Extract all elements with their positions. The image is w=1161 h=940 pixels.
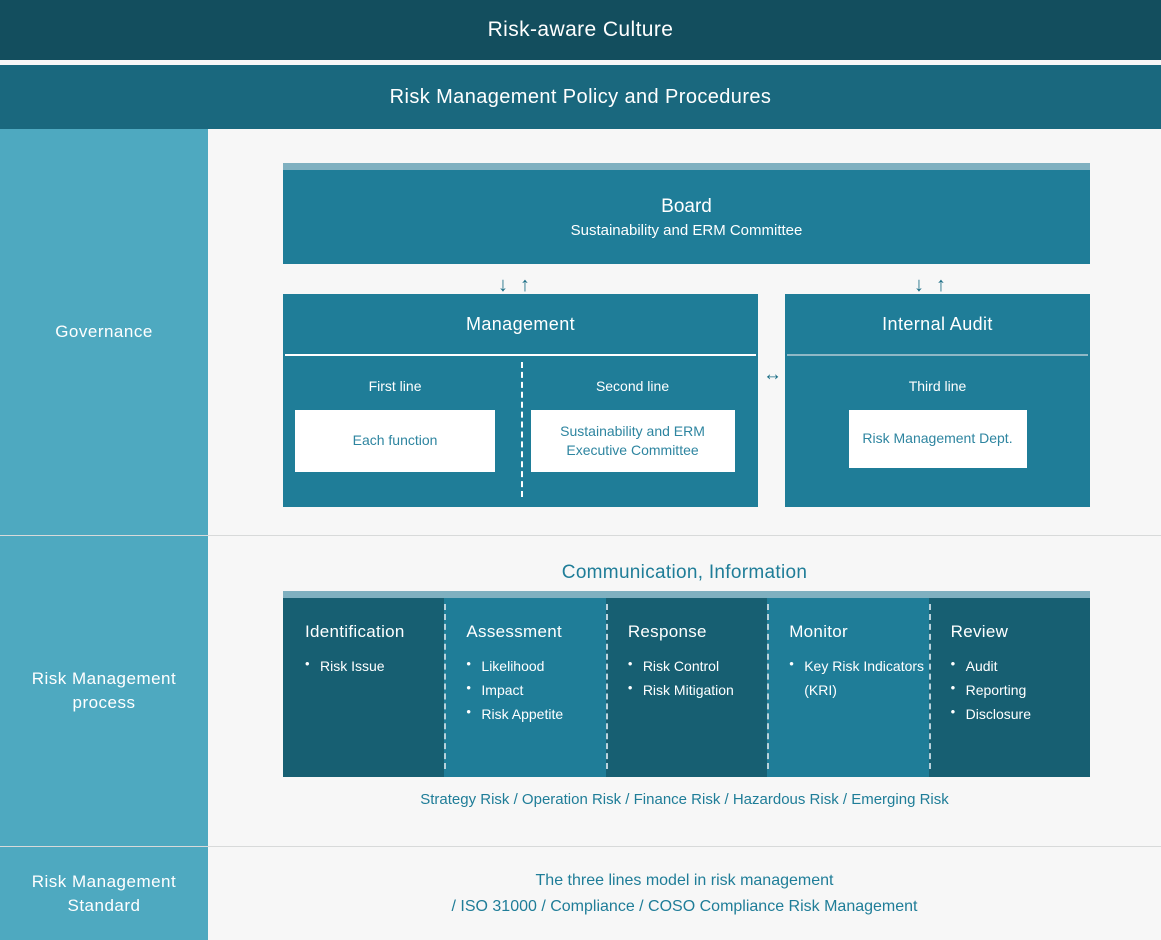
section-divider [0, 535, 1161, 536]
process-title: Assessment [466, 622, 562, 641]
list-item: Key Risk Indicators (KRI) [789, 653, 928, 702]
governance-content: Board Sustainability and ERM Committee ↓… [208, 129, 1161, 535]
board-subtitle: Sustainability and ERM Committee [570, 221, 803, 239]
banner-gap [0, 60, 1161, 65]
standard-text-block: The three lines model in risk management… [208, 847, 1161, 940]
process-item-list: Risk Control Risk Mitigation [628, 653, 767, 702]
banner-risk-aware-culture: Risk-aware Culture [0, 0, 1161, 60]
process-column-review: Review Audit Reporting Disclosure [928, 591, 1091, 777]
list-item: Impact [466, 677, 605, 702]
board-audit-arrows: ↓ ↑ [914, 275, 946, 295]
list-item: Risk Appetite [466, 701, 605, 726]
sidebar-risk-management-standard: Risk Management Standard [0, 847, 208, 940]
management-lines-dashed-divider [520, 362, 523, 497]
banner-risk-management-policy: Risk Management Policy and Procedures [0, 65, 1161, 129]
internal-audit-title: Internal Audit [882, 313, 993, 334]
first-line-label: First line [368, 378, 422, 394]
management-lines: First line Each function Second line Sus… [283, 356, 758, 507]
sidebar-governance-label: Governance [55, 321, 153, 341]
process-column-monitor: Monitor Key Risk Indicators (KRI) [767, 591, 929, 777]
standard-line-1: The three lines model in risk management [535, 872, 834, 890]
internal-audit-divider [787, 354, 1088, 356]
internal-audit-box: Internal Audit Third line Risk Managemen… [785, 294, 1090, 507]
governance-section: Governance Board Sustainability and ERM … [0, 129, 1161, 535]
banner-policy-label: Risk Management Policy and Procedures [389, 85, 772, 108]
banner-culture-label: Risk-aware Culture [487, 18, 674, 41]
process-item-list: Key Risk Indicators (KRI) [789, 653, 928, 702]
list-item: Disclosure [951, 701, 1090, 726]
process-item-list: Audit Reporting Disclosure [951, 653, 1090, 726]
risk-types-label: Strategy Risk / Operation Risk / Finance… [420, 791, 949, 808]
process-column-response: Response Risk Control Risk Mitigation [605, 591, 768, 777]
list-item: Likelihood [466, 653, 605, 678]
process-item-list: Likelihood Impact Risk Appetite [466, 653, 605, 726]
management-box: Management First line Each function Seco… [283, 294, 758, 507]
list-item: Reporting [951, 677, 1090, 702]
third-line-card: Risk Management Dept. [848, 410, 1027, 468]
board-box: Board Sustainability and ERM Committee [283, 163, 1090, 264]
management-title: Management [465, 313, 576, 334]
list-item: Risk Issue [305, 653, 444, 678]
standard-line-2: / ISO 31000 / Compliance / COSO Complian… [451, 898, 918, 915]
sidebar-standard-label: Risk Management Standard [31, 871, 177, 915]
sidebar-governance: Governance [0, 129, 208, 535]
board-management-arrows: ↓ ↑ [498, 275, 530, 295]
process-title: Identification [305, 622, 405, 641]
third-line-column: Third line Risk Management Dept. [785, 356, 1090, 507]
second-line-column: Second line Sustainability and ERM Execu… [507, 356, 758, 507]
management-audit-double-arrow-icon: ↔ [763, 364, 782, 385]
third-line-label: Third line [908, 378, 967, 394]
first-line-column: First line Each function [283, 356, 507, 507]
standard-content: The three lines model in risk management… [208, 847, 1161, 940]
arrow-up-icon: ↑ [520, 274, 530, 296]
arrow-down-icon: ↓ [914, 274, 924, 296]
arrow-down-icon: ↓ [498, 274, 508, 296]
second-line-card: Sustainability and ERM Executive Committ… [530, 410, 735, 472]
process-title: Response [627, 622, 707, 641]
process-content: Communication, Information Identificatio… [208, 536, 1161, 846]
risk-management-standard-section: Risk Management Standard The three lines… [0, 847, 1161, 940]
risk-management-process-section: Risk Management process Communication, I… [0, 536, 1161, 846]
process-title: Monitor [789, 622, 849, 641]
internal-audit-lines: Third line Risk Management Dept. [785, 356, 1090, 507]
arrow-up-icon: ↑ [936, 274, 946, 296]
process-columns: Identification Risk Issue Assessment Lik… [283, 591, 1091, 777]
sidebar-process-label: Risk Management process [31, 668, 177, 712]
sidebar-risk-management-process: Risk Management process [0, 536, 208, 846]
second-line-label: Second line [595, 378, 670, 394]
communication-information-title: Communication, Information [561, 562, 808, 583]
first-line-card: Each function [295, 410, 496, 472]
list-item: Risk Control [628, 653, 767, 678]
process-column-assessment: Assessment Likelihood Impact Risk Appeti… [444, 591, 606, 777]
board-title: Board [661, 195, 712, 217]
management-divider [285, 354, 756, 356]
process-column-identification: Identification Risk Issue [283, 591, 445, 777]
list-item: Risk Mitigation [628, 677, 767, 702]
process-item-list: Risk Issue [305, 653, 444, 678]
process-title: Review [950, 622, 1009, 641]
section-divider [0, 846, 1161, 847]
list-item: Audit [951, 653, 1090, 678]
